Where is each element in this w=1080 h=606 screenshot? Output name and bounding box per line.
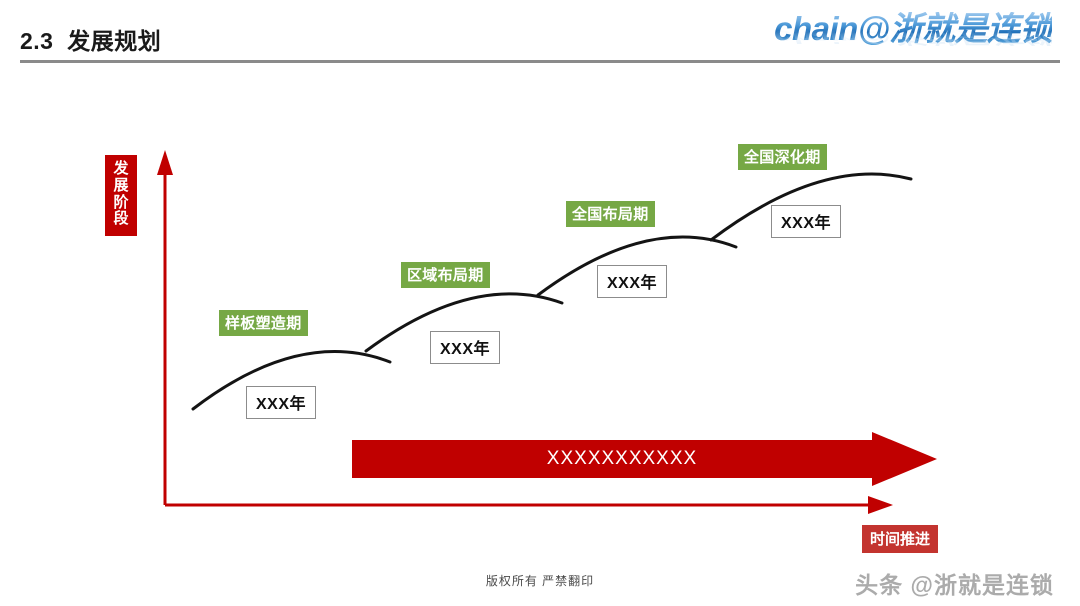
brand-logo: chain@浙就是连锁 chain@浙就是连锁 bbox=[774, 12, 1052, 79]
x-axis bbox=[165, 496, 893, 514]
watermark: 头条 @浙就是连锁 bbox=[855, 572, 1054, 598]
year-box-2: XXX年 bbox=[430, 331, 501, 364]
stage-label-3: 全国布局期 bbox=[566, 201, 655, 227]
progress-arrow bbox=[352, 432, 937, 486]
title-divider bbox=[20, 60, 1060, 63]
growth-curve-arc-3 bbox=[536, 235, 738, 297]
year-box-4: XXX年 bbox=[771, 205, 842, 238]
year-box-1: XXX年 bbox=[246, 386, 317, 419]
stage-label-4: 全国深化期 bbox=[738, 144, 827, 170]
y-axis-label-char: 展 bbox=[113, 176, 129, 194]
growth-curve-arc-4 bbox=[709, 172, 913, 242]
x-axis-label: 时间推进 bbox=[862, 525, 939, 553]
stage-label-1: 样板塑造期 bbox=[219, 310, 308, 336]
growth-curve bbox=[191, 172, 913, 411]
y-axis-label-char: 阶 bbox=[113, 193, 129, 211]
y-axis bbox=[157, 150, 173, 505]
y-axis-label-char: 段 bbox=[113, 210, 129, 228]
brand-logo-text: chain@浙就是连锁 bbox=[774, 10, 1052, 47]
y-axis-label-char: 发 bbox=[113, 160, 129, 177]
year-box-3: XXX年 bbox=[597, 265, 668, 298]
footer-copyright: 版权所有 严禁翻印 bbox=[485, 574, 595, 588]
growth-curve-arc-2 bbox=[364, 292, 564, 353]
stage-label-2: 区域布局期 bbox=[401, 262, 490, 288]
page-title: 2.3 发展规划 bbox=[20, 28, 162, 54]
growth-curve-arc-1 bbox=[191, 350, 392, 411]
y-axis-label: 发 展 阶 段 bbox=[105, 155, 137, 237]
